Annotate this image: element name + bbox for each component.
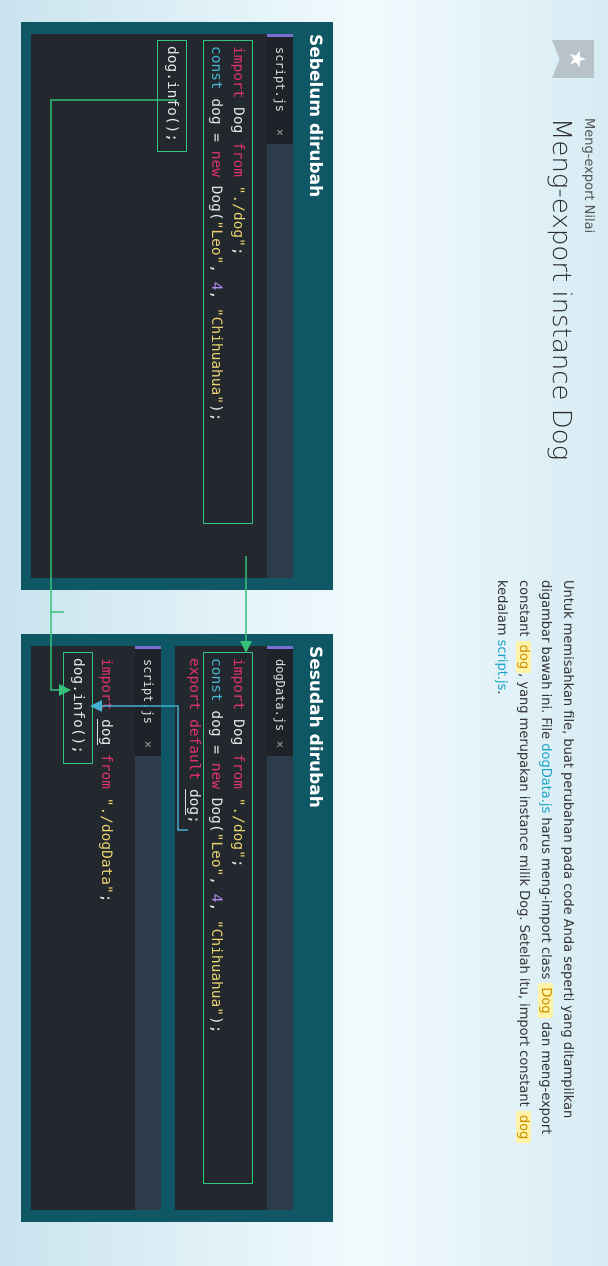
instruction-text: Untuk memisahkan file, buat perubahan pa… bbox=[490, 580, 578, 1150]
tab-dogdata-js[interactable]: dogData.js × bbox=[267, 646, 293, 756]
page-title: Meng-export instance Dog bbox=[546, 118, 576, 461]
script-editor: script.js× import dog from "./dogData"; … bbox=[31, 646, 161, 1210]
after-title: Sesudah dirubah bbox=[305, 646, 325, 808]
desc-text: harus meng-import class bbox=[537, 813, 553, 984]
close-icon[interactable]: × bbox=[273, 128, 287, 136]
code-line: const dog = new Dog("Leo", 4, "Chihuahua… bbox=[208, 46, 224, 422]
file-link-dogdata: dogData.js bbox=[537, 743, 553, 814]
underlined-dog: dog bbox=[185, 788, 202, 816]
tab-label: script.js bbox=[273, 47, 287, 113]
desc-text: , yang merupakan instance milik Dog. Set… bbox=[515, 673, 531, 1111]
before-editor: script.js × import Dog from "./dog"; cons… bbox=[31, 34, 293, 578]
code-highlight-dog-const: dog bbox=[515, 640, 531, 674]
close-icon[interactable]: × bbox=[273, 740, 287, 748]
tab-script-js[interactable]: script.js × bbox=[135, 646, 161, 756]
code-line: dog.info(); bbox=[70, 658, 86, 755]
tab-bar: script.js × bbox=[135, 646, 161, 1210]
code-line: import dog from "./dogData"; bbox=[97, 658, 114, 903]
after-panel: Sesudah dirubah dogData.js × import Dog f… bbox=[21, 634, 333, 1222]
code-line: const dog = new Dog("Leo", 4, "Chihuahua… bbox=[208, 658, 224, 1034]
code-line: import Dog from "./dog"; bbox=[230, 46, 246, 256]
tab-bar: script.js × bbox=[267, 34, 293, 578]
star-badge-icon: ★ bbox=[552, 40, 594, 78]
before-title: Sebelum dirubah bbox=[305, 34, 325, 198]
code-highlight-dog-const: dog bbox=[515, 1110, 531, 1144]
close-icon[interactable]: × bbox=[141, 740, 155, 748]
desc-text: kedalam bbox=[493, 580, 509, 640]
tab-label: dogData.js bbox=[273, 659, 287, 732]
before-panel: Sebelum dirubah script.js × import Dog fr… bbox=[21, 22, 333, 590]
code-highlight-dog-class: Dog bbox=[537, 983, 553, 1018]
code-line: import Dog from "./dog"; bbox=[230, 658, 246, 868]
tab-label: script.js bbox=[141, 659, 155, 725]
dogdata-editor: dogData.js × import Dog from "./dog"; con… bbox=[175, 646, 293, 1210]
tab-bar: dogData.js × bbox=[267, 646, 293, 1210]
tab-script-js[interactable]: script.js × bbox=[267, 34, 293, 144]
underlined-dog: dog bbox=[97, 719, 114, 746]
section-subtitle: Meng-export Nilai bbox=[581, 118, 596, 234]
code-line: export default dog; bbox=[185, 658, 202, 824]
file-link-script: script.js bbox=[493, 639, 509, 691]
desc-text: . bbox=[493, 690, 509, 695]
code-line: dog.info(); bbox=[164, 46, 180, 143]
